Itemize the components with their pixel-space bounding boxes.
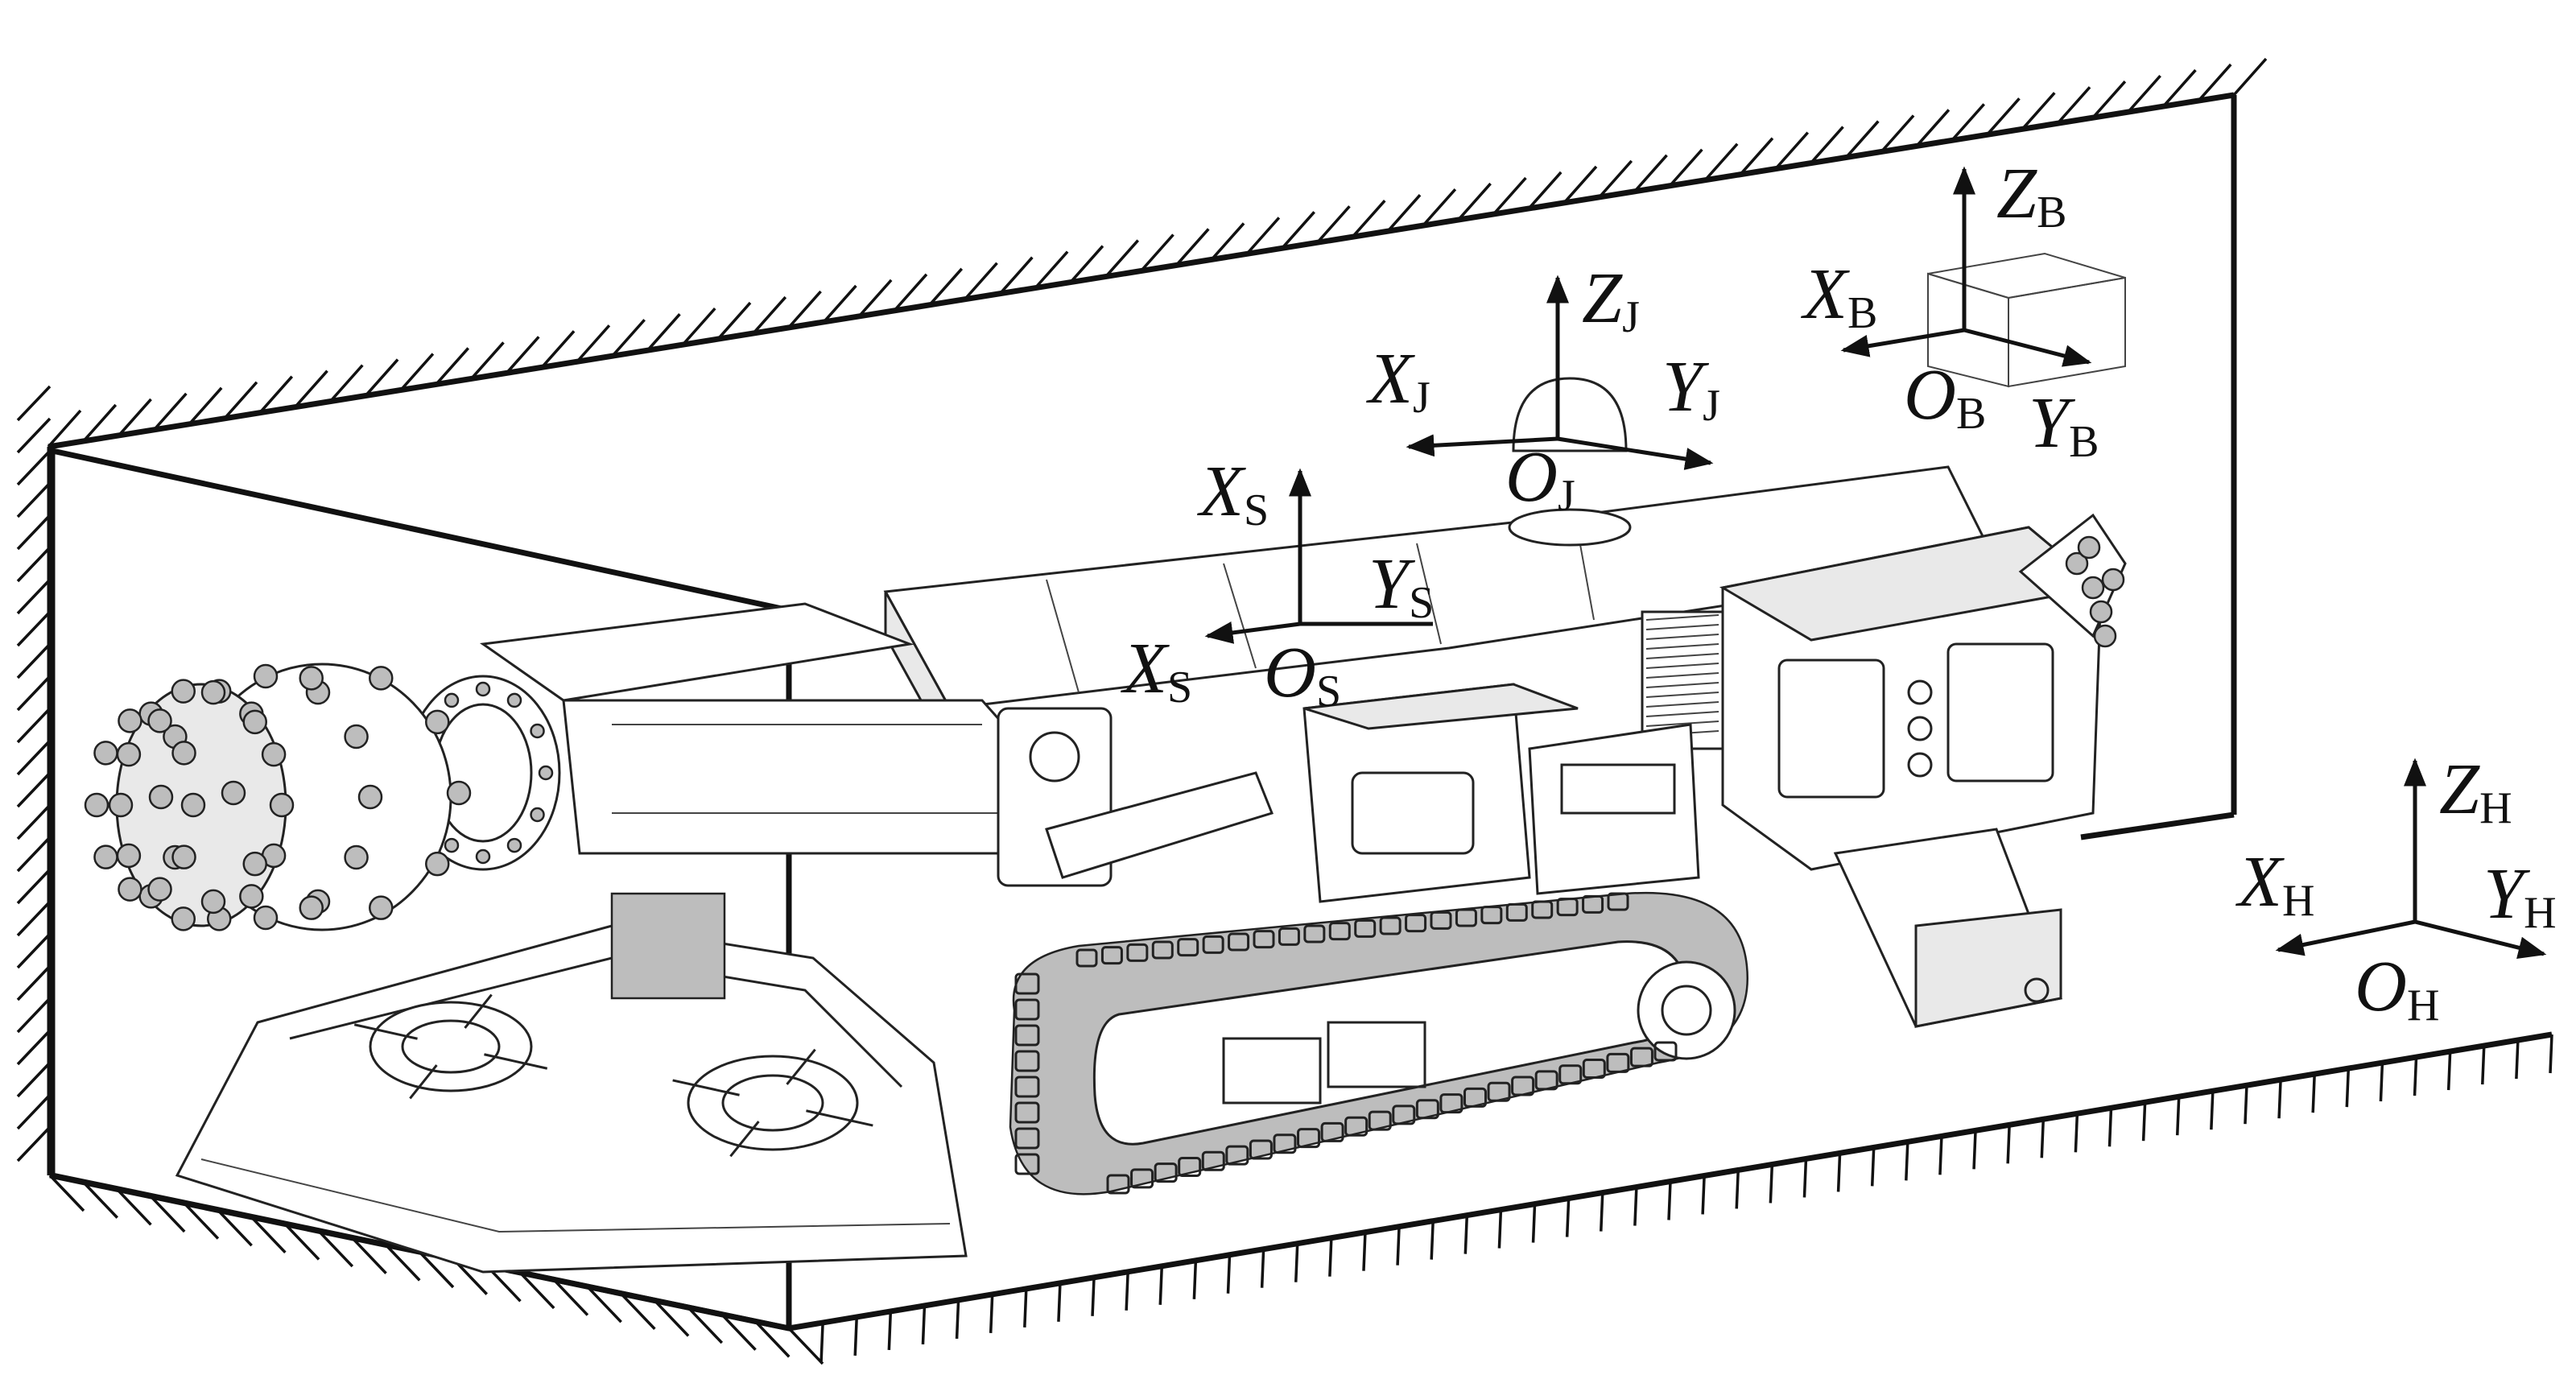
sensor-base [1508,508,1632,547]
frame-b: ZB XB YB OB [1801,154,2099,467]
origin-label-oh: OH [2355,947,2439,1030]
chain-conveyor-front [610,892,726,1000]
axis-label-xs-top: XS [1197,452,1269,535]
cutter-picks [84,663,472,931]
boom-cylinder [1045,771,1274,879]
origin-label-ob: OB [1904,355,1986,439]
axis-label-xb: XB [1801,254,1877,338]
axis-label-zb: ZB [1996,154,2066,237]
star-wheel-left [369,1001,533,1092]
control-panel-housing [1528,723,1700,895]
scanner-box [1927,252,2126,388]
rear-box-panel-2 [1946,642,2054,782]
rear-stabilizer-plate [1914,908,2062,1028]
roadheader-machine-drawing [84,252,2127,1274]
boom-cover [479,602,914,702]
axis-label-yh: YH [2483,854,2557,938]
sensor-dome [1512,377,1628,452]
star-wheel-right [687,1055,859,1151]
conveyor-tail-teeth [2065,535,2125,648]
floor-line [788,1031,2553,1332]
frame-h: ZH XH YH OH [2235,749,2557,1030]
left-wall-hatching [16,385,52,1162]
axis-label-ys: YS [1368,544,1434,628]
axis-label-zj: ZJ [1582,258,1640,342]
back-wall-bottom [2080,811,2235,840]
origin-label-os: OS [1264,633,1341,716]
crawler-track [1009,891,1749,1195]
axis-label-zh: ZH [2439,749,2512,833]
axis-label-yb: YB [2029,383,2099,467]
axis-label-yj: YJ [1662,347,1720,431]
roof-hatching [47,57,2268,448]
frame-j: ZJ XJ YJ OJ [1366,258,1720,521]
front-section-frame [49,447,792,1332]
track-frame [1092,940,1688,1146]
cutting-boom [562,699,1048,855]
cab-roof [1303,683,1579,730]
frame-s: XS YS XS OS [1121,452,1434,716]
axis-label-xh: XH [2235,842,2314,926]
drive-sprocket [1637,960,1736,1060]
origin-label-oj: OJ [1505,437,1575,521]
roof-line [47,92,2235,450]
axis-label-xs-left: XS [1121,629,1192,712]
rear-box-panel-1 [1777,659,1885,799]
axis-label-xj: XJ [1366,339,1430,423]
